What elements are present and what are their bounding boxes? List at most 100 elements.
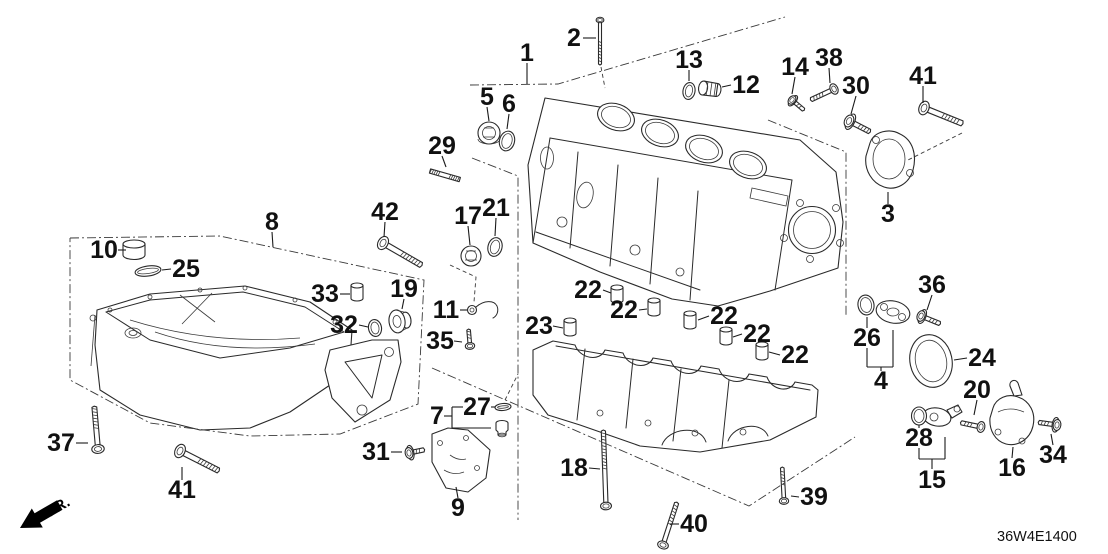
part-label-29: 29 — [428, 132, 456, 160]
bolt-drawing — [778, 466, 790, 505]
part-label-3: 3 — [881, 200, 895, 228]
part-label-5: 5 — [480, 83, 494, 111]
part-label-9: 9 — [451, 494, 465, 522]
o-ring-drawing — [134, 265, 162, 277]
leader-line — [455, 486, 459, 499]
dowel-pin-drawing — [350, 282, 364, 302]
cylinder-bores — [597, 102, 767, 180]
o-ring-drawing — [910, 406, 928, 426]
dowel-pin-drawing — [719, 326, 733, 346]
part-label-4: 4 — [874, 367, 888, 395]
drain-plug-19-drawing — [388, 309, 412, 334]
part-label-42: 42 — [371, 198, 399, 226]
o-ring-drawing — [367, 319, 383, 337]
assembly-boundary-line — [767, 119, 847, 315]
part-label-12: 12 — [732, 71, 760, 99]
position-leader-line — [600, 66, 606, 89]
bolt-drawing — [918, 100, 964, 127]
leader-line — [697, 315, 710, 321]
part-label-30: 30 — [842, 72, 870, 100]
leader-line — [732, 333, 743, 338]
part-label-16: 16 — [998, 454, 1026, 482]
bolt-drawing — [843, 113, 872, 135]
leader-line — [850, 95, 857, 115]
bolt-drawing — [599, 429, 613, 511]
part-label-39: 39 — [800, 483, 828, 511]
bolt-drawing — [787, 95, 806, 112]
bolt-drawing — [1037, 416, 1062, 433]
leader-line — [441, 155, 447, 168]
part-label-24: 24 — [968, 344, 996, 372]
leader-line — [161, 268, 172, 271]
part-label-27: 27 — [463, 393, 491, 421]
part-label-7: 7 — [430, 402, 444, 430]
part-label-22: 22 — [743, 320, 771, 348]
fr-direction-indicator: FR. — [20, 494, 73, 528]
cylinder-block-drawing — [527, 97, 844, 307]
diagram-code: 36W4E1400 — [997, 529, 1077, 545]
baffle-plate-drawing — [431, 427, 491, 493]
leader-line — [790, 495, 800, 498]
leader-line — [926, 294, 933, 311]
part-label-18: 18 — [560, 454, 588, 482]
part-label-38: 38 — [815, 44, 843, 72]
leader-line — [467, 225, 471, 246]
leader-line — [768, 351, 781, 356]
dowel-pin-drawing — [755, 341, 769, 361]
leader-line — [506, 113, 510, 130]
part-label-22: 22 — [710, 302, 738, 330]
bolt-drawing — [595, 16, 605, 66]
stud-drawing — [428, 168, 461, 183]
assembly-boundary-line — [431, 367, 856, 507]
position-leader-line — [907, 132, 963, 161]
sealing-cap-10-drawing — [122, 239, 146, 261]
part-label-17: 17 — [454, 202, 482, 230]
oil-seal-ring-drawing — [909, 334, 953, 388]
leader-line — [588, 467, 601, 470]
leader-line — [828, 67, 831, 84]
position-leader-line — [504, 373, 519, 401]
part-label-10: 10 — [90, 236, 118, 264]
bolt-drawing — [91, 405, 105, 454]
crank-sensor-drawing — [922, 404, 963, 427]
bolt-drawing — [809, 83, 839, 103]
part-label-41: 41 — [168, 476, 196, 504]
leader-line — [638, 308, 648, 311]
leader-line — [552, 325, 564, 329]
part-label-13: 13 — [675, 46, 703, 74]
chain-case-plate-drawing — [989, 379, 1035, 446]
part-label-32: 32 — [330, 311, 358, 339]
o-ring-drawing — [857, 294, 875, 316]
leader-line — [486, 106, 490, 122]
bolt-drawing — [959, 420, 986, 433]
bolt-drawing — [916, 309, 942, 326]
o-ring-drawing — [487, 237, 503, 257]
leader-line — [1050, 433, 1054, 446]
dowel-pin-drawing — [563, 317, 577, 337]
leader-line — [401, 298, 405, 310]
assembly-boundary-line — [69, 235, 425, 437]
sealing-plug-5-drawing — [477, 121, 501, 145]
part-label-23: 23 — [525, 312, 553, 340]
leader-line — [1011, 446, 1014, 459]
bearing-girdle-drawing — [532, 340, 819, 453]
leader-line — [973, 399, 978, 416]
leader-line — [721, 84, 732, 88]
part-label-15: 15 — [918, 466, 946, 494]
bolt-drawing — [657, 501, 680, 550]
assembly-boundary-line — [469, 16, 786, 86]
fasteners-layer — [91, 16, 1062, 550]
part-label-8: 8 — [265, 208, 279, 236]
part-label-28: 28 — [905, 424, 933, 452]
leader-line — [271, 231, 274, 248]
part-label-35: 35 — [426, 327, 454, 355]
part-label-36: 36 — [918, 271, 946, 299]
position-leader-line — [449, 264, 477, 303]
oil-plug-17-drawing — [460, 245, 482, 267]
part-label-19: 19 — [390, 275, 418, 303]
leader-line — [602, 289, 612, 294]
part-label-41: 41 — [909, 62, 937, 90]
oil-pressure-sensor-drawing — [875, 300, 911, 324]
part-label-22: 22 — [574, 276, 602, 304]
clip-11-drawing — [466, 301, 499, 319]
